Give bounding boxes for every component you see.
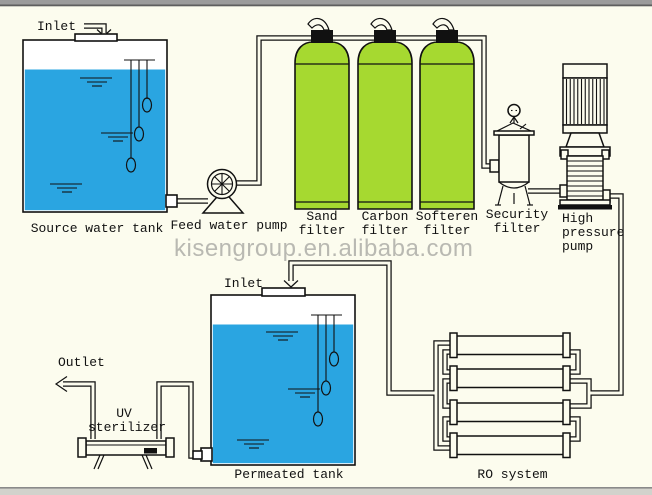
filter-legs (495, 185, 533, 206)
feed-pump-label: Feed water pump (170, 218, 288, 233)
high-pressure-pump-icon (558, 63, 612, 210)
tank-outlet-nozzle (165, 194, 178, 208)
watermark: kisengroup.en.alibaba.com (174, 235, 474, 262)
permeate-inlet-label: Inlet (224, 276, 264, 291)
permeate-inlet-arrow-icon (283, 280, 299, 288)
pump-stage-ribs (567, 160, 603, 197)
pressure-gauge-icon (507, 103, 527, 130)
tank-manhole (74, 33, 118, 42)
permeated-tank-label: Permeated tank (234, 467, 344, 482)
carbon-filter-vessel (357, 17, 413, 210)
source-inlet-label: Inlet (37, 19, 77, 34)
bottom-border (0, 487, 652, 495)
sand-filter-vessel (294, 17, 350, 210)
top-border (0, 0, 652, 7)
uv-sterilizer-label: UV sterilizer (88, 406, 167, 435)
carbon-filter-label: Carbon filter (361, 209, 409, 238)
uv-legs (93, 454, 153, 470)
uv-sterilizer-icon (77, 437, 175, 470)
outlet-arrow-icon (54, 376, 68, 392)
feed-water-pump-icon (201, 168, 245, 214)
ro-system-label: RO system (477, 467, 548, 482)
outlet-label: Outlet (58, 355, 105, 370)
motor-fins (565, 79, 605, 124)
ro-membrane-rack (449, 332, 571, 459)
source-water-tank (22, 33, 178, 213)
sand-filter-label: Sand filter (298, 209, 346, 238)
softener-filter-label: Softeren filter (415, 209, 479, 238)
security-filter-icon (489, 103, 535, 206)
hp-pump-label: High pressure pump (562, 211, 625, 254)
permeated-tank (192, 287, 356, 466)
security-filter-label: Security filter (485, 207, 549, 236)
level-float-switches (124, 59, 155, 173)
source-tank-label: Source water tank (30, 221, 164, 236)
softener-filter-vessel (419, 17, 475, 210)
level-float-switches (311, 314, 342, 427)
tank-manhole (261, 287, 306, 297)
